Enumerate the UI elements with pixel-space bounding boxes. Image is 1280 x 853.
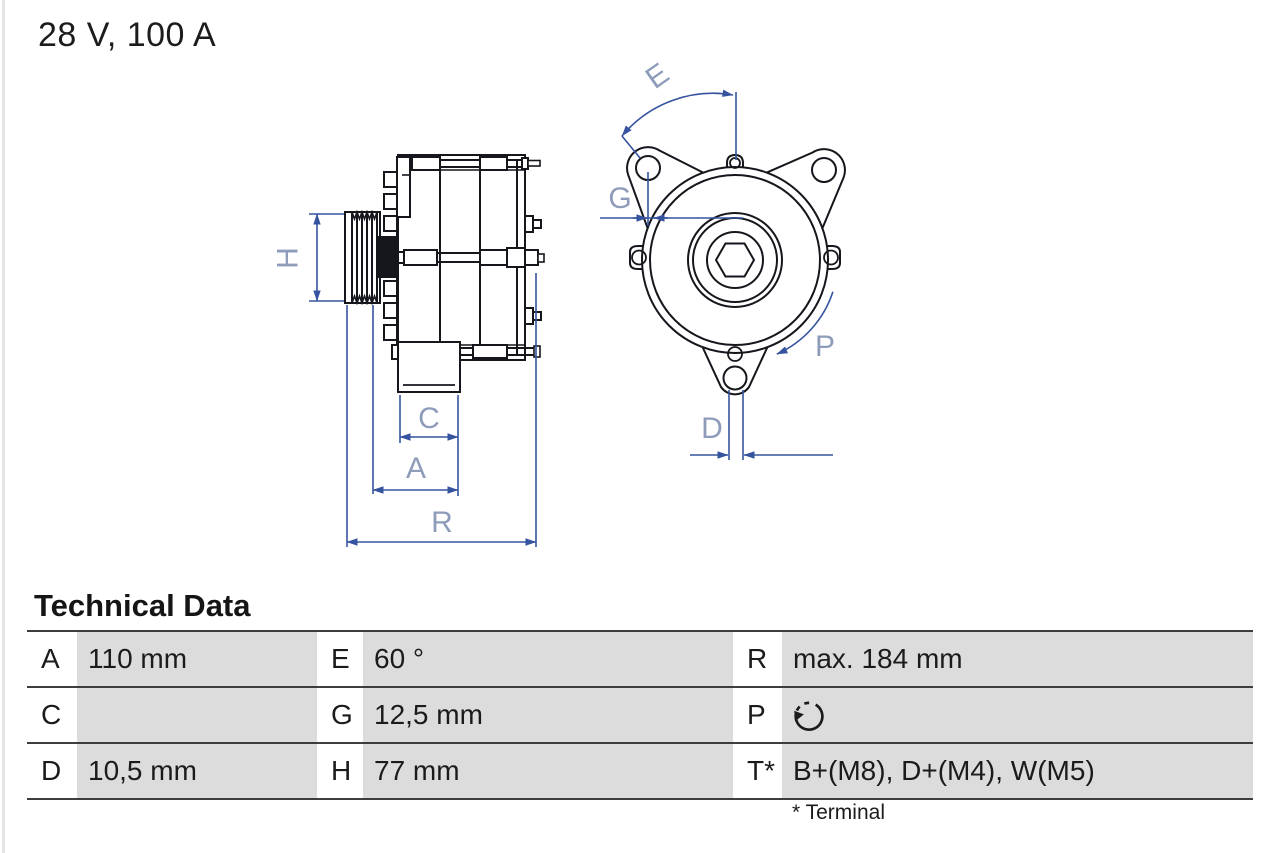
middle-stud xyxy=(397,247,545,268)
dim-label-G: G xyxy=(608,182,631,215)
shaft-hex-nut xyxy=(714,242,756,278)
cell-value-D: 10,5 mm xyxy=(77,744,317,798)
bottom-lug-big-hole xyxy=(722,365,748,391)
bolt-heads xyxy=(524,215,542,325)
dim-label-A: A xyxy=(406,452,426,485)
table-row: C G 12,5 mm P xyxy=(27,688,1253,744)
cell-key-D: D xyxy=(27,744,77,798)
side-mounting-foot xyxy=(391,341,461,393)
left-tab-hole xyxy=(631,249,647,266)
dim-label-D: D xyxy=(701,412,723,445)
table-row: A 110 mm E 60 ° R max. 184 mm xyxy=(27,632,1253,688)
cell-value-C xyxy=(77,688,317,742)
top-lug-hole xyxy=(729,157,741,169)
cell-key-G: G xyxy=(317,688,363,742)
dim-label-E: E xyxy=(640,57,675,96)
cell-value-P xyxy=(782,688,1253,742)
right-ear xyxy=(766,148,846,229)
side-view xyxy=(344,154,545,393)
cell-value-H: 77 mm xyxy=(363,744,733,798)
cell-key-T: T* xyxy=(733,744,782,798)
cell-value-T: B+(M8), D+(M4), W(M5) xyxy=(782,744,1253,798)
cell-key-P: P xyxy=(733,688,782,742)
dim-label-P: P xyxy=(815,330,835,363)
dim-E-arc xyxy=(621,89,734,137)
cell-value-E: 60 ° xyxy=(363,632,733,686)
rotation-direction-arc xyxy=(776,291,834,355)
cell-key-H: H xyxy=(317,744,363,798)
cell-value-A: 110 mm xyxy=(77,632,317,686)
side-view-dimensions xyxy=(309,213,537,547)
table-row: D 10,5 mm H 77 mm T* B+(M8), D+(M4), W(M… xyxy=(27,744,1253,800)
front-view-dimensions xyxy=(600,89,834,460)
dim-label-R: R xyxy=(431,506,453,539)
rotation-direction-icon xyxy=(794,701,824,731)
page-title: 28 V, 100 A xyxy=(38,16,217,54)
dim-label-H: H xyxy=(272,247,305,269)
pulley xyxy=(344,209,381,306)
top-stud xyxy=(411,156,541,171)
alternator-technical-drawing: H C A R xyxy=(272,57,846,547)
cell-key-E: E xyxy=(317,632,363,686)
technical-data-table: A 110 mm E 60 ° R max. 184 mm C G 12,5 m… xyxy=(27,630,1253,800)
page-edge-strip xyxy=(2,0,5,853)
bottom-lug xyxy=(699,341,771,396)
front-view xyxy=(626,146,846,396)
technical-data-heading: Technical Data xyxy=(34,588,251,623)
cell-value-R: max. 184 mm xyxy=(782,632,1253,686)
dim-label-C: C xyxy=(418,402,440,435)
cell-value-G: 12,5 mm xyxy=(363,688,733,742)
cell-key-C: C xyxy=(27,688,77,742)
cell-key-R: R xyxy=(733,632,782,686)
bottom-stud xyxy=(460,344,541,359)
right-tab-hole xyxy=(823,249,839,266)
right-ear-hole xyxy=(811,157,837,183)
bottom-lug-small-hole xyxy=(727,346,743,362)
cell-key-A: A xyxy=(27,632,77,686)
shaft-block xyxy=(377,236,399,278)
terminal-footnote: * Terminal xyxy=(792,801,885,824)
